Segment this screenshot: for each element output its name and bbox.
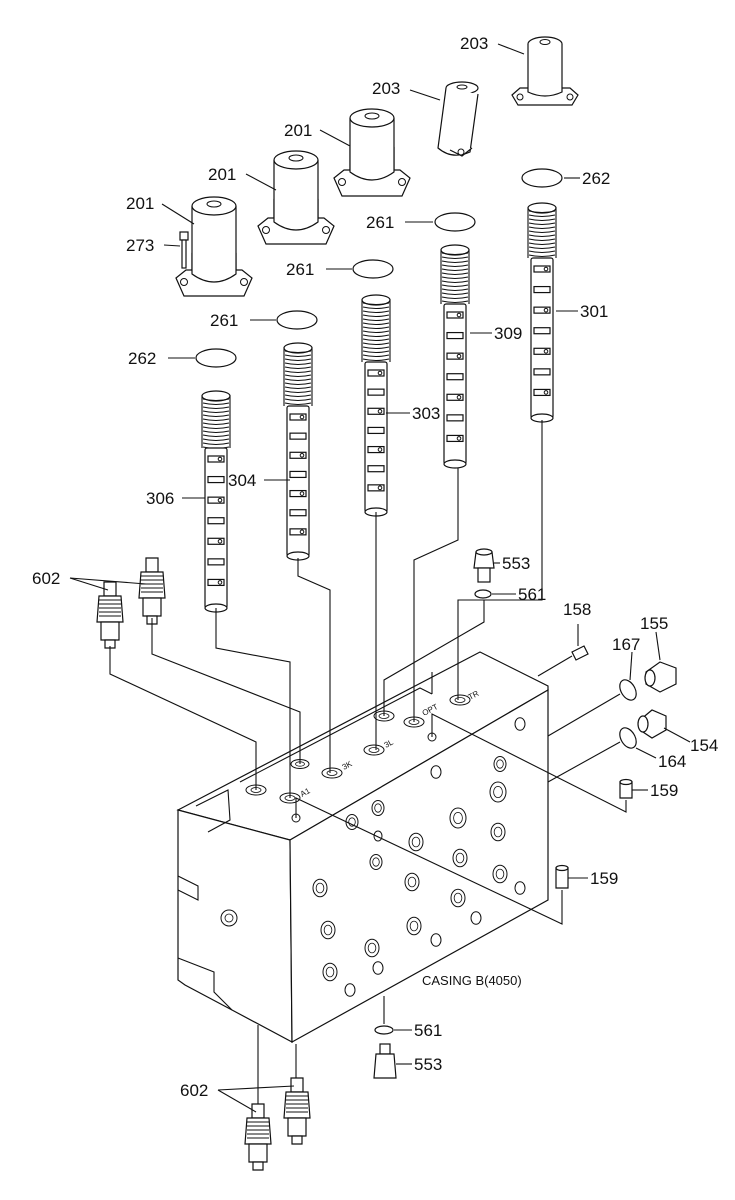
relief-valve-602-top-right [138, 557, 166, 625]
solenoid-201-middle [257, 150, 335, 245]
label-154: 154 [690, 736, 718, 755]
solenoid-203-top [511, 36, 579, 106]
label-561-bottom: 561 [414, 1021, 442, 1040]
casing-port-hole [514, 881, 526, 895]
relief-valve-602-bottom-left [244, 1103, 272, 1171]
fitting-155 [644, 661, 677, 693]
casing-port-hole [470, 911, 482, 925]
label-301: 301 [580, 302, 608, 321]
casing-port-hole [372, 961, 384, 975]
label-203-small: 203 [372, 79, 400, 98]
spool-304 [283, 342, 313, 561]
o-ring-561-top [474, 589, 492, 599]
o-ring-164 [619, 727, 637, 749]
label-261-middle: 261 [286, 260, 314, 279]
label-561-top: 561 [518, 585, 546, 604]
solenoid-201-right [333, 108, 411, 197]
casing-port-hole [373, 830, 383, 842]
label-306: 306 [146, 489, 174, 508]
label-304: 304 [228, 471, 256, 490]
label-553-top: 553 [502, 554, 530, 573]
casing-port-hole [430, 933, 442, 947]
casing-port-hole [514, 717, 526, 731]
label-602-top: 602 [32, 569, 60, 588]
spool-303 [361, 294, 391, 517]
port-mark-a1: A1 [299, 786, 312, 799]
o-ring-561-bottom [374, 1025, 394, 1035]
label-155: 155 [640, 614, 668, 633]
label-201-left: 201 [126, 194, 154, 213]
label-159-upper: 159 [650, 781, 678, 800]
port-mark-3k: 3K [341, 759, 354, 772]
plug-159-lower [555, 864, 569, 889]
o-rings [195, 168, 563, 368]
spool-309 [440, 244, 470, 469]
spool-306 [201, 390, 231, 613]
label-602-bottom: 602 [180, 1081, 208, 1100]
label-167: 167 [612, 635, 640, 654]
fitting-154 [637, 709, 667, 739]
casing-caption: CASING B(4050) [422, 973, 522, 988]
plug-553-top [473, 548, 495, 583]
plug-158 [571, 645, 589, 661]
label-273: 273 [126, 236, 154, 255]
label-553-bottom: 553 [414, 1055, 442, 1074]
relief-valve-602-bottom-right [283, 1077, 311, 1145]
spools [201, 202, 557, 613]
label-309: 309 [494, 324, 522, 343]
label-201-middle: 201 [208, 165, 236, 184]
o-ring-167 [619, 679, 637, 701]
relief-valves-602 [96, 557, 311, 1171]
part-labels: 203 203 201 201 201 273 262 261 261 261 … [32, 34, 718, 1100]
label-261-left: 261 [210, 311, 238, 330]
leader-lines [69, 43, 691, 1113]
solenoid-201-left [175, 196, 253, 297]
label-159-lower: 159 [590, 869, 618, 888]
plug-159-upper [619, 778, 633, 799]
plug-553-bottom [373, 1043, 397, 1079]
solenoid-203-small [437, 81, 479, 157]
casing-port-hole [430, 765, 442, 779]
label-262-right: 262 [582, 169, 610, 188]
bolt-273 [179, 231, 189, 269]
label-158: 158 [563, 600, 591, 619]
label-261-right: 261 [366, 213, 394, 232]
relief-valve-602-top-left [96, 581, 124, 649]
label-203-top: 203 [460, 34, 488, 53]
casing-face-holes [312, 717, 526, 997]
casing-port-hole [344, 983, 356, 997]
spool-301 [527, 202, 557, 423]
label-164: 164 [658, 752, 686, 771]
label-262-left: 262 [128, 349, 156, 368]
label-201-right: 201 [284, 121, 312, 140]
label-303: 303 [412, 404, 440, 423]
